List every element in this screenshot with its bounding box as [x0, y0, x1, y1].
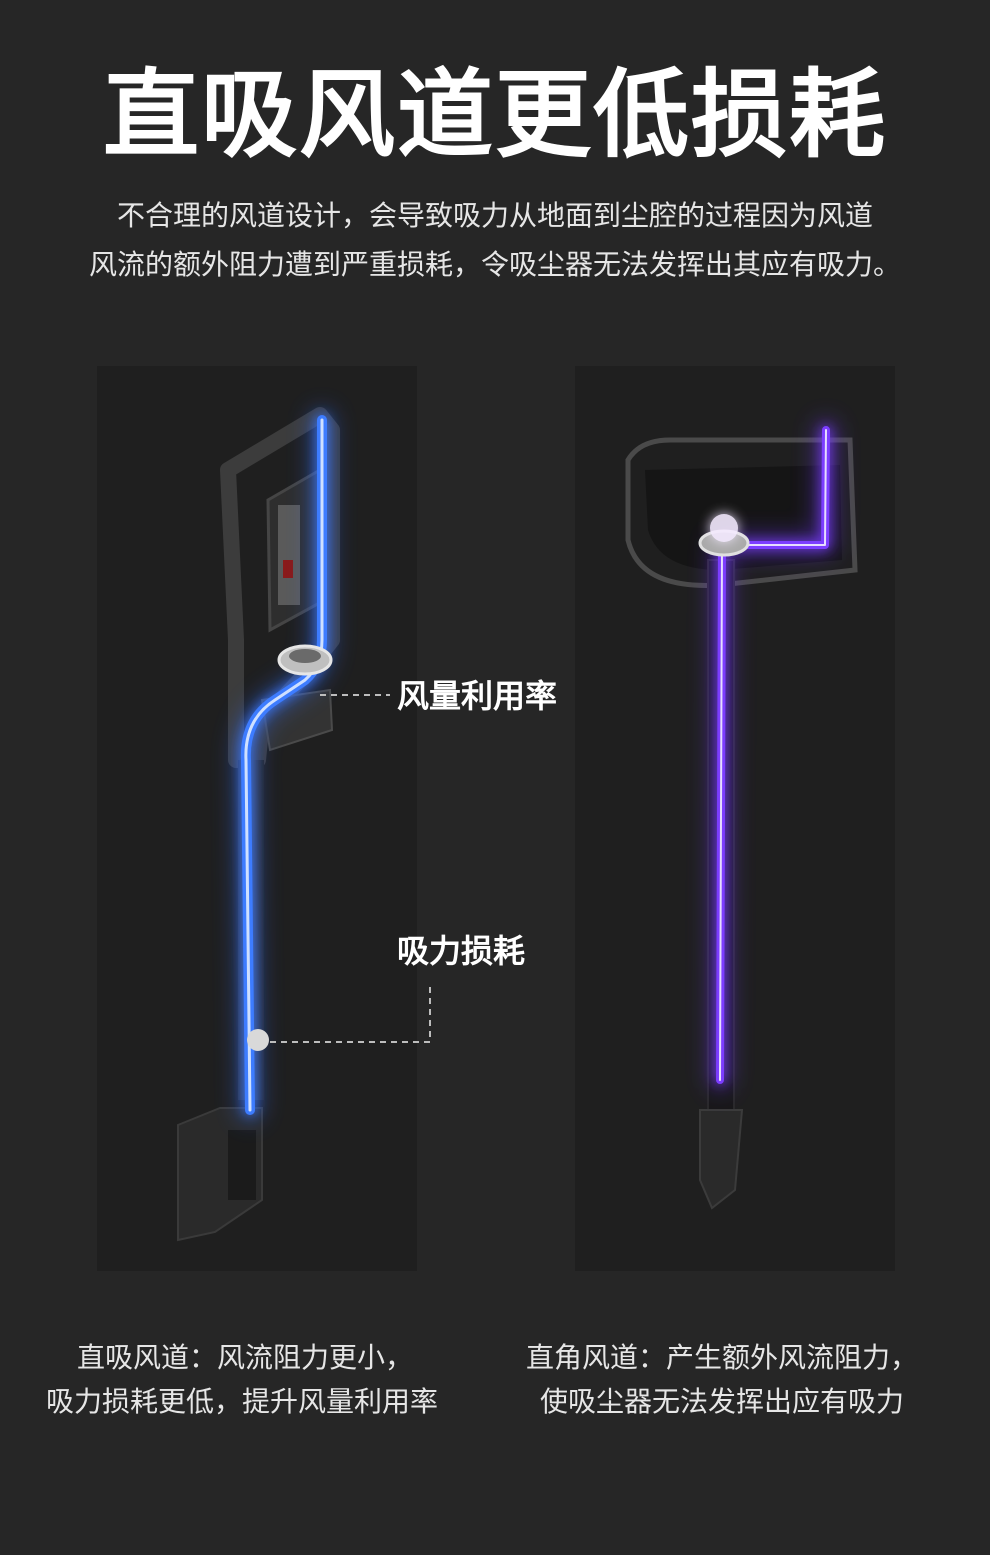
page-title: 直吸风道更低损耗: [103, 59, 887, 171]
right-angle-duct-vacuum: [625, 420, 858, 1210]
description-line-2: 风流的额外阻力遭到严重损耗，令吸尘器无法发挥出其应有吸力。: [88, 248, 901, 281]
callout-airflow-utilization: 风量利用率: [397, 677, 558, 715]
caption-right-angle-line-1: 直角风道：产生额外风流阻力，: [526, 1341, 919, 1374]
straight-duct-vacuum: [177, 407, 431, 1242]
callout-suction-loss: 吸力损耗: [397, 932, 526, 970]
caption-right-angle-line-2: 使吸尘器无法发挥出应有吸力: [540, 1385, 905, 1418]
caption-straight-line-1: 直吸风道：风流阻力更小，: [77, 1341, 414, 1374]
caption-straight-line-2: 吸力损耗更低，提升风量利用率: [46, 1385, 439, 1418]
description-line-1: 不合理的风道设计，会导致吸力从地面到尘腔的过程因为风道: [116, 199, 873, 232]
